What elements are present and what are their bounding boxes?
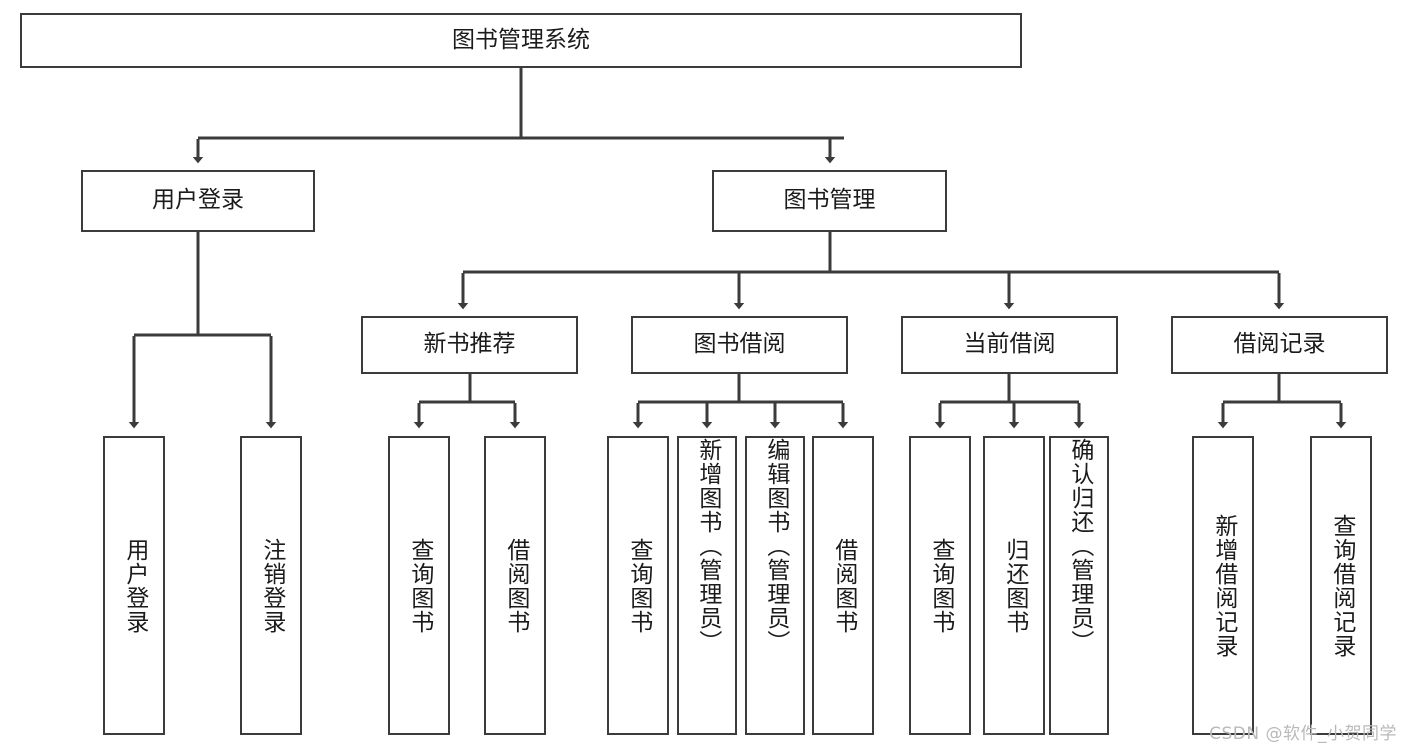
node-borrow-record[interactable]: 借阅记录 (1171, 316, 1388, 374)
leaf-borrow-book-2[interactable]: 借阅图书 (812, 436, 874, 735)
connector-book-manage (457, 232, 1285, 310)
node-book-borrow-label: 图书借阅 (693, 331, 786, 358)
node-root-label: 图书管理系统 (452, 26, 590, 53)
node-user-login[interactable]: 用户登录 (81, 170, 315, 232)
node-new-book-rec-label: 新书推荐 (423, 331, 516, 358)
leaf-query-book-3-label: 查询图书 (927, 537, 954, 634)
leaf-borrow-book-1-label: 借阅图书 (502, 537, 529, 634)
leaf-user-login[interactable]: 用户登录 (103, 436, 165, 735)
leaf-borrow-book-2-label: 借阅图书 (830, 537, 857, 634)
leaf-user-logout[interactable]: 注销登录 (240, 436, 302, 735)
node-borrow-record-label: 借阅记录 (1233, 331, 1326, 358)
node-current-borrow-label: 当前借阅 (963, 331, 1056, 358)
leaf-query-book-3[interactable]: 查询图书 (909, 436, 971, 735)
watermark-text: CSDN @软件_小贺同学 (1209, 724, 1397, 744)
leaf-return-book-label: 归还图书 (1001, 537, 1028, 634)
node-current-borrow[interactable]: 当前借阅 (901, 316, 1118, 374)
leaf-confirm-return[interactable]: 确认归还（管理员） (1049, 436, 1109, 735)
leaf-add-record-label: 新增借阅记录 (1210, 513, 1237, 658)
connector-new-book-rec (413, 374, 521, 429)
leaf-user-login-label: 用户登录 (121, 537, 148, 634)
leaf-query-book-1-label: 查询图书 (406, 537, 433, 634)
node-book-manage-label: 图书管理 (783, 187, 876, 214)
connector-user-login (128, 232, 277, 429)
leaf-add-book[interactable]: 新增图书（管理员） (677, 436, 737, 735)
leaf-edit-book-label: 编辑图书（管理员） (762, 438, 789, 654)
leaf-query-record-label: 查询借阅记录 (1328, 513, 1355, 658)
leaf-user-logout-label: 注销登录 (258, 537, 285, 634)
leaf-edit-book[interactable]: 编辑图书（管理员） (745, 436, 805, 735)
leaf-return-book[interactable]: 归还图书 (983, 436, 1045, 735)
leaf-confirm-return-label: 确认归还（管理员） (1066, 438, 1093, 654)
node-user-login-label: 用户登录 (152, 187, 244, 214)
leaf-query-book-2-label: 查询图书 (625, 537, 652, 634)
node-book-manage[interactable]: 图书管理 (712, 170, 947, 232)
leaf-query-book-2[interactable]: 查询图书 (607, 436, 669, 735)
leaf-query-record[interactable]: 查询借阅记录 (1310, 436, 1372, 735)
leaf-add-book-label: 新增图书（管理员） (694, 438, 721, 654)
connector-borrow-record (1217, 374, 1347, 429)
connector-book-borrow (632, 374, 849, 429)
node-book-borrow[interactable]: 图书借阅 (631, 316, 848, 374)
connector-root (192, 68, 844, 164)
leaf-borrow-book-1[interactable]: 借阅图书 (484, 436, 546, 735)
node-new-book-rec[interactable]: 新书推荐 (361, 316, 578, 374)
node-root[interactable]: 图书管理系统 (20, 13, 1022, 68)
connector-current-borrow (934, 374, 1085, 429)
leaf-query-book-1[interactable]: 查询图书 (388, 436, 450, 735)
leaf-add-record[interactable]: 新增借阅记录 (1192, 436, 1254, 735)
